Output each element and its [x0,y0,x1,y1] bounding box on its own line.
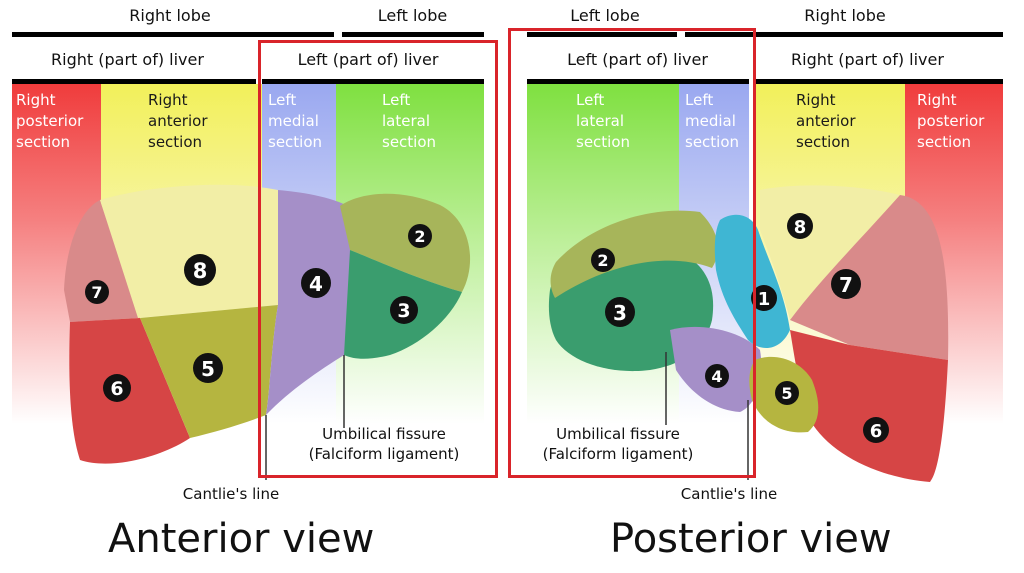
anterior-badge-3-text: 3 [397,300,410,322]
posterior-badge-4: 4 [705,364,729,388]
anterior-umbilical-fissure-label: Umbilical fissure (Falciform ligament) [308,425,460,463]
posterior-badge-8-text: 8 [794,217,807,238]
anterior-segment-2 [340,193,471,292]
anterior-badge-5-text: 5 [201,357,215,381]
posterior-left-liver-outline [508,28,756,478]
anterior-left-part-label: Left (part of) liver [297,50,439,69]
anterior-right-part-label: Right (part of) liver [51,50,204,69]
posterior-badge-7: 7 [831,269,861,299]
anterior-badge-8: 8 [184,254,216,286]
posterior-right-lobe-label: Right lobe [804,6,886,25]
anterior-badge-7-text: 7 [91,283,102,302]
anterior-right-posterior-label: Right posterior section [16,91,84,151]
anterior-left-lobe-bar [342,32,484,37]
posterior-right-part-label: Right (part of) liver [791,50,944,69]
segment-badges: 7 8 4 2 3 6 5 2 3 1 8 7 4 5 6 [85,213,889,443]
posterior-right-lobe-bar [685,32,1003,37]
posterior-left-part-label: Left (part of) liver [567,50,708,69]
anterior-cantlies-line-label: Cantlie's line [182,485,280,503]
posterior-view-title: Posterior view [610,516,892,562]
posterior-left-lobe-label: Left lobe [570,6,640,25]
anterior-view-title: Anterior view [108,516,375,562]
posterior-badge-7-text: 7 [839,273,853,297]
posterior-liver [548,185,949,482]
anterior-badge-8-text: 8 [193,259,208,283]
posterior-segment-6 [790,330,948,482]
posterior-badge-6: 6 [863,417,889,443]
anterior-left-lateral-label: Left lateral section [382,91,437,151]
anterior-badge-6: 6 [103,374,131,402]
anterior-badge-7: 7 [85,280,109,304]
anterior-left-lobe-label: Left lobe [377,6,448,25]
posterior-badge-1-text: 1 [758,289,771,310]
posterior-segment-7 [790,195,949,360]
anterior-badge-5: 5 [193,353,223,383]
posterior-badge-1: 1 [751,285,777,311]
anterior-badge-4-text: 4 [309,272,323,296]
posterior-right-part-bar [755,79,1003,84]
posterior-segment-2 [550,210,718,298]
posterior-right-posterior-label: Right posterior section [917,91,985,151]
anterior-badge-2-text: 2 [414,227,425,246]
posterior-badge-6-text: 6 [870,421,883,442]
posterior-badge-2-text: 2 [597,251,608,270]
anterior-left-part-bar [262,79,484,84]
posterior-badge-3: 3 [605,297,635,327]
anterior-badge-3: 3 [390,296,418,324]
posterior-left-medial-label: Left medial section [685,91,740,151]
anterior-left-medial-label: Left medial section [268,91,323,151]
posterior-right-anterior-label: Right anterior section [796,91,856,151]
anterior-segment-4 [266,190,352,415]
posterior-cantlies-line-label: Cantlie's line [680,485,778,503]
anterior-badge-2: 2 [408,224,432,248]
anterior-segment-7 [64,200,140,322]
posterior-left-lateral-label: Left lateral section [576,91,631,151]
anterior-right-anterior-label: Right anterior section [148,91,208,151]
posterior-left-part-bar [527,79,749,84]
posterior-badge-8: 8 [787,213,813,239]
anterior-left-liver-outline [258,40,498,478]
anterior-badge-6-text: 6 [110,378,123,400]
posterior-badge-5: 5 [775,381,799,405]
anterior-right-lobe-label: Right lobe [129,6,211,25]
posterior-segment-1 [714,214,790,349]
posterior-badge-2: 2 [591,248,615,272]
anterior-right-lobe-bar [12,32,334,37]
posterior-left-lobe-bar [527,32,677,37]
posterior-badge-5-text: 5 [781,384,792,403]
posterior-umbilical-fissure-label: Umbilical fissure (Falciform ligament) [542,425,694,463]
posterior-badge-3-text: 3 [613,301,627,325]
anterior-right-part-bar [12,79,256,84]
posterior-badge-4-text: 4 [711,367,722,386]
anterior-badge-4: 4 [301,268,331,298]
anterior-segment-8 [100,184,278,318]
